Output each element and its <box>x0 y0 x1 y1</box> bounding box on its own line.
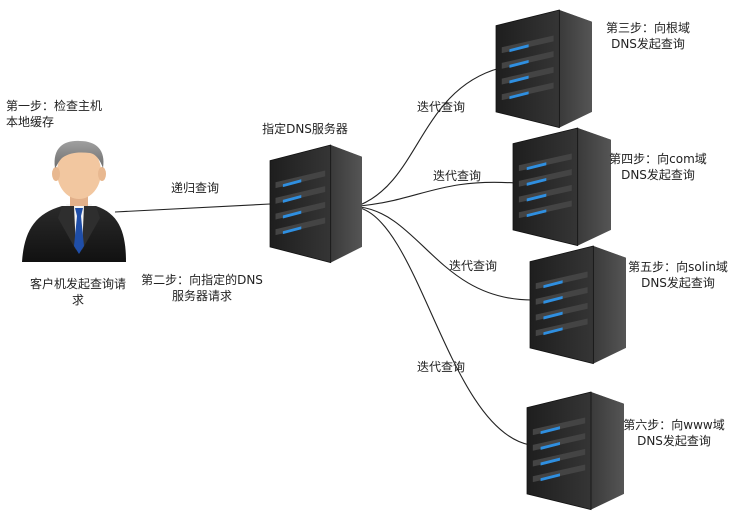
dns-server-icon <box>269 144 363 264</box>
client-person-icon <box>22 140 126 262</box>
line-dns-to-root <box>359 67 501 206</box>
com-server-icon <box>512 127 612 247</box>
step6-label: 第六步：向www域 DNS发起查询 <box>623 418 725 448</box>
step3-label: 第三步：向根域 DNS发起查询 <box>605 21 690 51</box>
solin-server-icon <box>529 245 627 365</box>
recursive-query-label: 递归查询 <box>170 181 219 195</box>
step4-label: 第四步：向com域 DNS发起查询 <box>609 152 707 182</box>
iter-query-label-solin: 迭代查询 <box>448 259 497 273</box>
www-server-icon <box>526 391 625 511</box>
iter-query-label-com: 迭代查询 <box>432 169 481 183</box>
line-dns-to-com <box>359 181 516 207</box>
step5-label: 第五步：向solin域 DNS发起查询 <box>628 260 728 290</box>
root-server-icon <box>495 9 593 129</box>
step2-label: 第二步：向指定的DNS 服务器请求 <box>141 273 263 303</box>
line-client-to-dns <box>114 203 271 213</box>
dns-server-title: 指定DNS服务器 <box>262 122 348 136</box>
iter-query-label-www: 迭代查询 <box>416 360 465 374</box>
step1-label: 第一步：检查主机 本地缓存 <box>6 99 103 129</box>
iter-query-label-root: 迭代查询 <box>416 100 465 114</box>
line-dns-to-www <box>359 207 531 446</box>
client-caption: 客户机发起查询请 求 <box>29 277 126 307</box>
line-dns-to-solin <box>359 206 533 301</box>
connection-lines <box>114 67 533 446</box>
